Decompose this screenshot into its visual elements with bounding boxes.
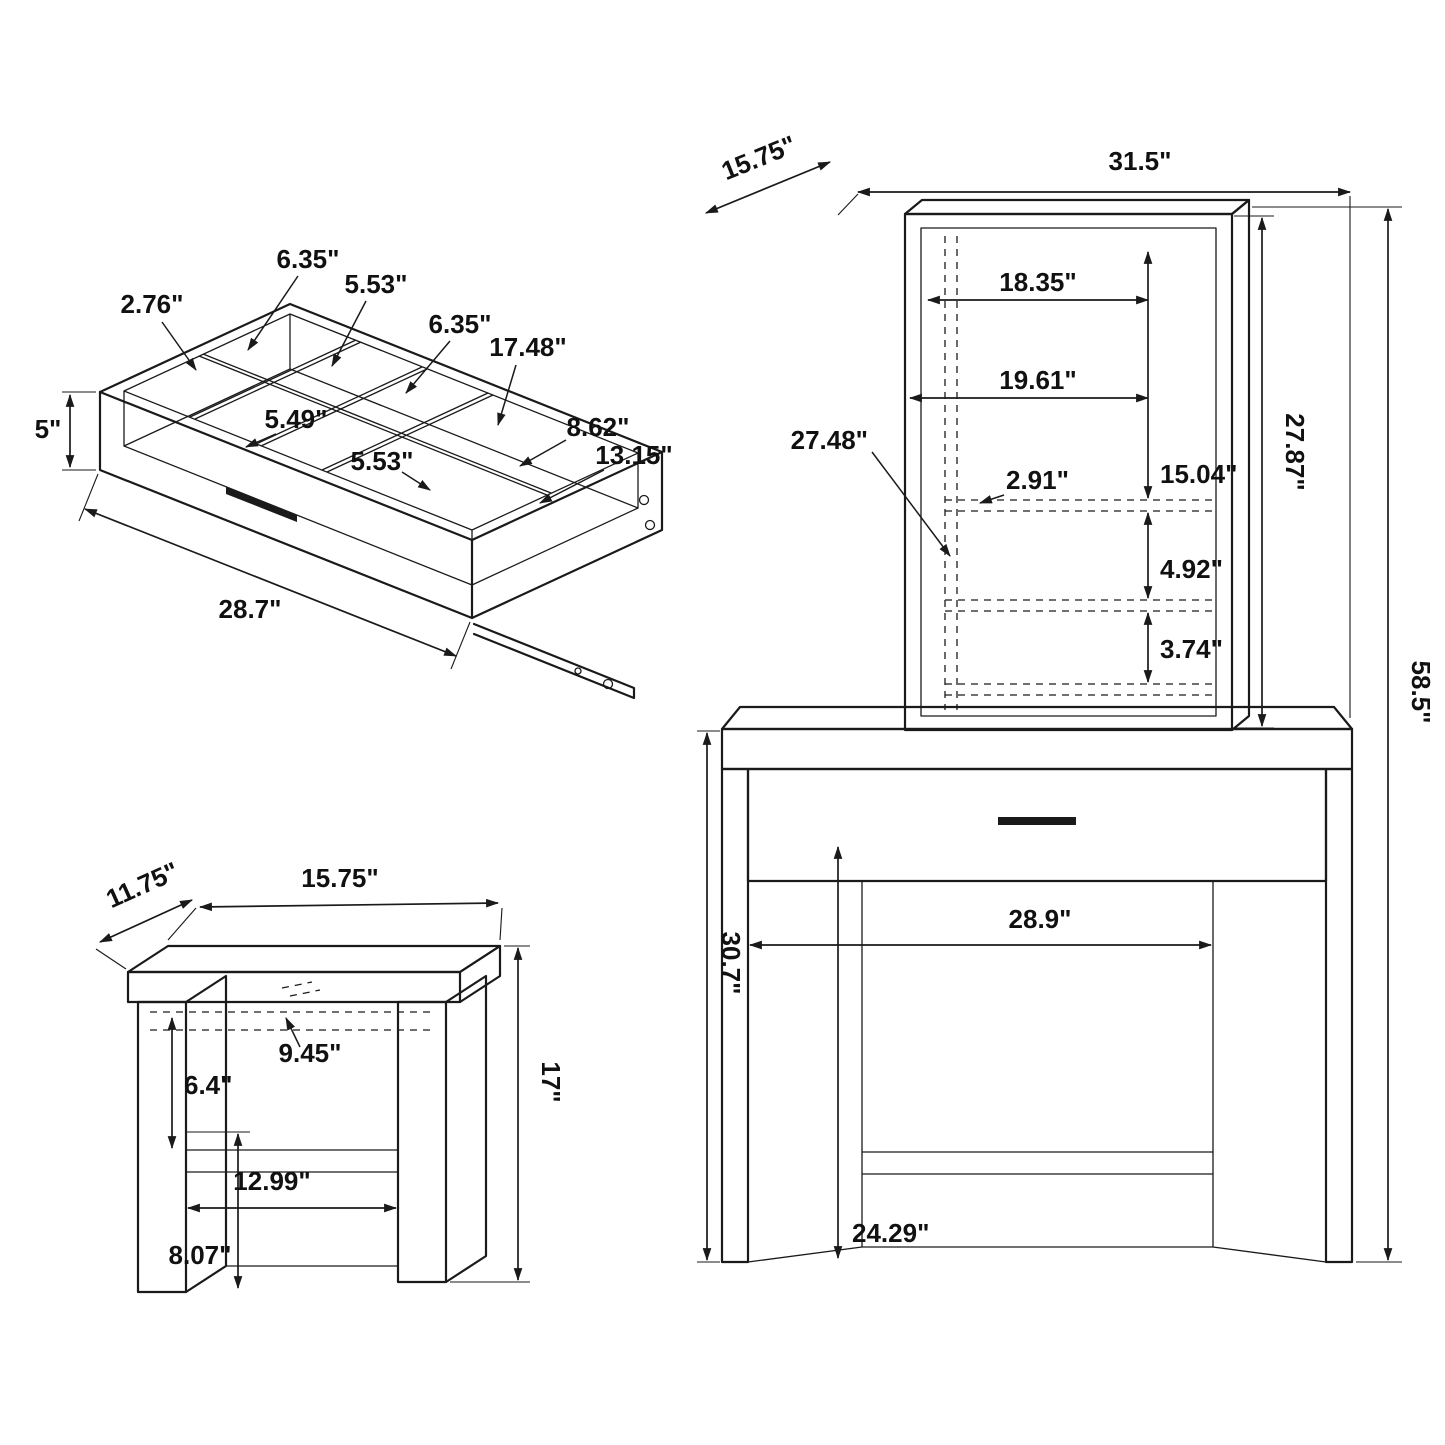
vanity-view: 15.75" 31.5" 18.35" 19.61" 27.48" 2.91" … xyxy=(697,129,1436,1264)
dim-drawer-compartment-depth: 2.76" xyxy=(121,289,184,319)
drawer-organizer-view: 2.76" 6.35" 5.53" 6.35" 17.48" 5.49" 8.6… xyxy=(35,244,673,700)
drawer-handle xyxy=(226,487,297,522)
dim-stool-inner-height: 6.4" xyxy=(184,1070,232,1100)
dim-stool-width: 15.75" xyxy=(301,863,378,893)
drawer-dimension-lines xyxy=(62,275,605,670)
dim-drawer-compartment-f: 5.53" xyxy=(351,446,414,476)
dim-top-to-shelf: 15.04" xyxy=(1160,459,1237,489)
dim-drawer-compartment-b: 5.53" xyxy=(345,269,408,299)
dim-stool-depth: 11.75" xyxy=(102,856,184,914)
dim-drawer-compartment-c: 6.35" xyxy=(429,309,492,339)
vanity-dimension-lines xyxy=(697,161,1402,1263)
dim-stool-seat-inner-depth: 9.45" xyxy=(279,1038,342,1068)
drawer-slide-rail xyxy=(472,494,656,700)
dim-drawer-compartment-long-front: 13.15" xyxy=(595,440,672,470)
vanity-dimension-labels: 15.75" 31.5" 18.35" 19.61" 27.48" 2.91" … xyxy=(716,129,1436,1248)
dim-shelf-thickness: 2.91" xyxy=(1006,465,1069,495)
dim-drawer-height: 5" xyxy=(35,414,62,444)
dim-kneehole-width: 28.9" xyxy=(1009,904,1072,934)
dim-shelf-spacing-lower: 3.74" xyxy=(1160,634,1223,664)
drawer-dimension-labels: 2.76" 6.35" 5.53" 6.35" 17.48" 5.49" 8.6… xyxy=(35,244,673,624)
dim-table-height: 30.7" xyxy=(716,932,746,995)
dim-mirror-opening-lower: 19.61" xyxy=(999,365,1076,395)
table-outline xyxy=(720,705,1354,1264)
dim-vanity-width: 31.5" xyxy=(1109,146,1172,176)
dim-stool-base-height: 8.07" xyxy=(169,1240,232,1270)
dim-shelf-spacing-upper: 4.92" xyxy=(1160,554,1223,584)
dim-vanity-depth: 15.75" xyxy=(717,129,800,186)
dim-drawer-width: 28.7" xyxy=(219,594,282,624)
stool-outline xyxy=(126,944,502,1294)
dim-stool-height: 17" xyxy=(536,1061,566,1102)
dim-drawer-compartment-d: 5.49" xyxy=(265,404,328,434)
dim-drawer-compartment-a: 6.35" xyxy=(277,244,340,274)
dim-floor-to-apron: 24.29" xyxy=(852,1218,929,1248)
dim-stool-leg-spacing: 12.99" xyxy=(233,1166,310,1196)
stool-dimension-lines xyxy=(95,898,530,1290)
stool-view: 11.75" 15.75" 9.45" 6.4" 17" 12.99" 8.07… xyxy=(95,856,566,1294)
table-drawer-handle xyxy=(998,817,1076,825)
dim-total-height: 58.5" xyxy=(1406,661,1436,724)
dim-mirror-height: 27.87" xyxy=(1280,413,1310,490)
dim-drawer-compartment-e: 8.62" xyxy=(567,412,630,442)
dim-mirror-opening-upper: 18.35" xyxy=(999,267,1076,297)
dim-mirror-interior: 27.48" xyxy=(791,425,868,455)
dim-drawer-compartment-long-back: 17.48" xyxy=(489,332,566,362)
